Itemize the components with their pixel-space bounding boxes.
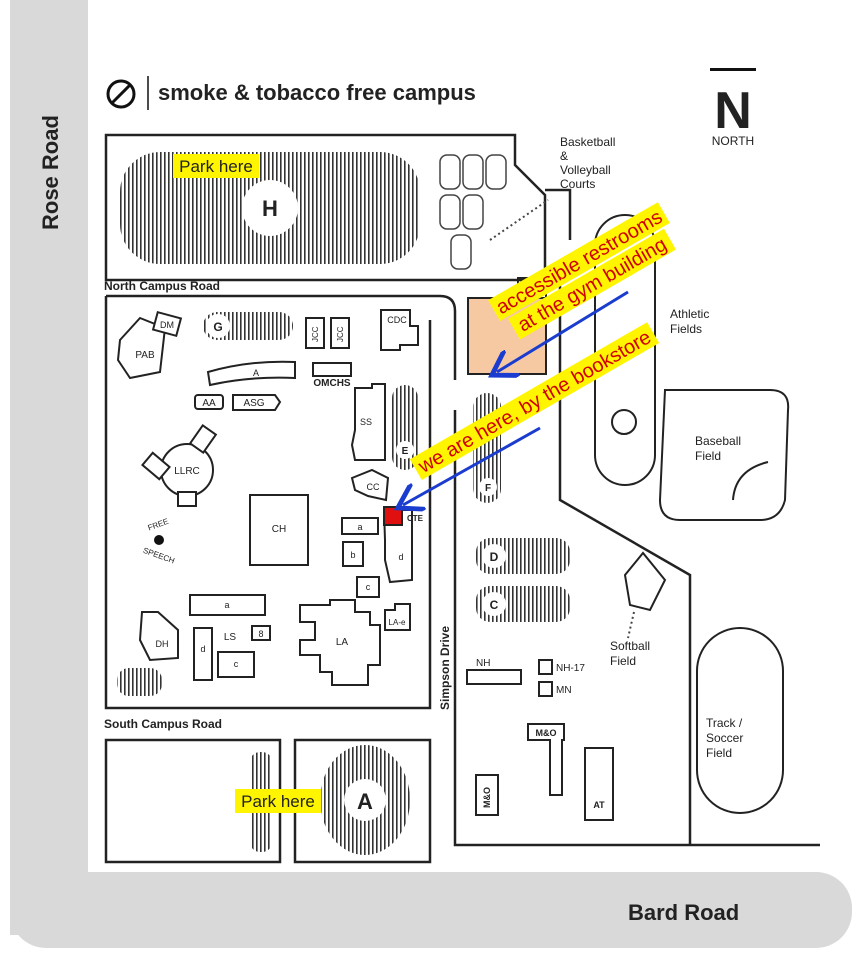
svg-text:LS: LS — [224, 632, 237, 643]
svg-text:MN: MN — [556, 685, 572, 696]
lot-a-label: A — [357, 789, 373, 814]
lot-h-label: H — [262, 196, 278, 221]
svg-text:8: 8 — [258, 629, 263, 639]
restrooms-annotation: accessible restrooms at the gym building — [488, 202, 676, 340]
athletic-fields — [594, 214, 790, 814]
svg-text:AT: AT — [593, 800, 605, 810]
bard-road — [10, 872, 852, 948]
svg-text:LLRC: LLRC — [174, 466, 200, 477]
svg-text:D: D — [490, 550, 499, 564]
north-arrow-icon: N — [710, 68, 756, 140]
svg-text:SS: SS — [360, 417, 372, 427]
svg-text:Volleyball: Volleyball — [560, 163, 611, 177]
svg-text:PAB: PAB — [135, 350, 155, 361]
here-arrow — [403, 426, 541, 505]
svg-text:LA: LA — [336, 637, 349, 648]
svg-text:a: a — [224, 600, 229, 610]
rose-road — [10, 0, 118, 935]
svg-text:Field: Field — [706, 746, 732, 760]
svg-text:G: G — [213, 320, 222, 334]
svg-text:&: & — [560, 149, 568, 163]
north-campus-road-label: North Campus Road — [104, 279, 220, 293]
svg-text:CDC: CDC — [387, 315, 407, 325]
svg-text:LA-e: LA-e — [389, 618, 406, 627]
svg-text:c: c — [234, 659, 239, 669]
south-campus-road-label: South Campus Road — [104, 717, 222, 731]
svg-text:CH: CH — [272, 524, 286, 535]
north-label: NORTH — [712, 134, 754, 148]
svg-text:Field: Field — [695, 449, 721, 463]
svg-text:SPEECH: SPEECH — [142, 546, 176, 566]
svg-text:E: E — [402, 446, 409, 457]
svg-text:c: c — [366, 582, 371, 592]
svg-text:b: b — [350, 550, 355, 560]
svg-text:d: d — [200, 644, 205, 654]
page-title: smoke & tobacco free campus — [158, 80, 476, 105]
you-are-here-marker — [383, 506, 403, 526]
svg-text:Field: Field — [610, 654, 636, 668]
svg-text:Courts: Courts — [560, 177, 595, 191]
svg-text:Track /: Track / — [706, 716, 743, 730]
llrc-building: LLRC — [141, 424, 218, 507]
svg-text:a: a — [357, 522, 362, 532]
svg-text:M&O: M&O — [536, 728, 557, 738]
svg-text:Fields: Fields — [670, 322, 702, 336]
svg-text:DM: DM — [160, 320, 174, 330]
rose-road-label: Rose Road — [38, 115, 63, 230]
courts — [439, 154, 507, 270]
svg-text:NH: NH — [476, 658, 490, 669]
svg-text:ASG: ASG — [243, 398, 264, 409]
bard-road-label: Bard Road — [628, 900, 739, 925]
svg-text:A: A — [253, 368, 259, 378]
svg-text:N: N — [714, 82, 752, 140]
svg-text:F: F — [485, 483, 491, 494]
svg-text:d: d — [398, 552, 403, 562]
svg-text:C: C — [490, 598, 499, 612]
svg-text:JCC: JCC — [336, 326, 345, 342]
svg-text:M&O: M&O — [482, 787, 492, 808]
simpson-drive-label: Simpson Drive — [438, 626, 452, 710]
svg-text:CTE: CTE — [407, 514, 424, 523]
svg-text:FREE: FREE — [147, 517, 170, 533]
svg-text:NH-17: NH-17 — [556, 663, 585, 674]
park-here-tag-2: Park here — [241, 792, 315, 811]
svg-text:JCC: JCC — [311, 326, 320, 342]
svg-text:Basketball: Basketball — [560, 135, 615, 149]
svg-text:CC: CC — [367, 482, 380, 492]
park-here-tag-1: Park here — [179, 157, 253, 176]
svg-text:Baseball: Baseball — [695, 434, 741, 448]
no-smoking-icon — [106, 79, 136, 109]
svg-text:Softball: Softball — [610, 639, 650, 653]
svg-text:Soccer: Soccer — [706, 731, 743, 745]
restrooms-arrow — [497, 290, 629, 372]
svg-text:Athletic: Athletic — [670, 307, 709, 321]
free-speech-area: FREE SPEECH — [142, 517, 176, 566]
svg-text:OMCHS: OMCHS — [313, 378, 351, 389]
svg-text:DH: DH — [156, 639, 169, 649]
svg-text:AA: AA — [202, 398, 216, 409]
